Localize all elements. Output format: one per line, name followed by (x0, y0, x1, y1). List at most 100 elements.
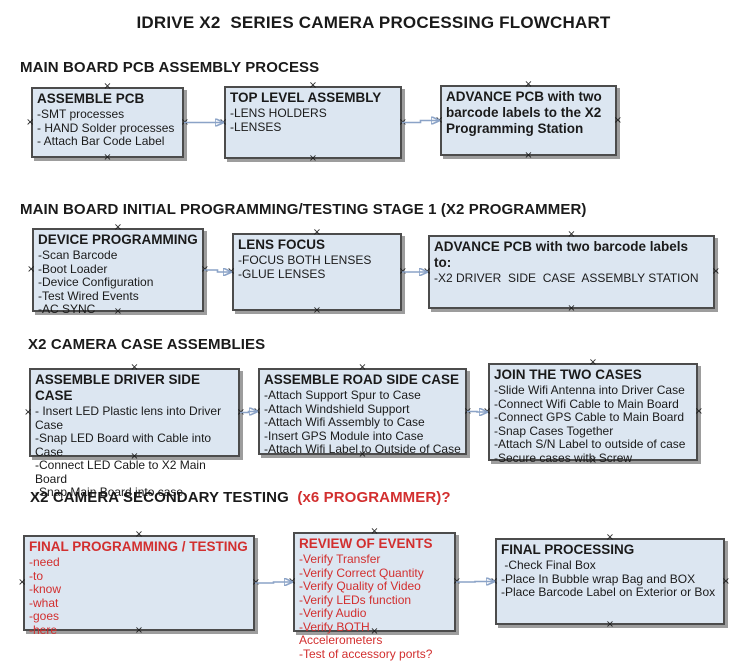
box-item: -FOCUS BOTH LENSES (238, 253, 372, 267)
box-item: -Verify Audio (299, 606, 367, 620)
anchor-x-mark: × (613, 114, 622, 126)
box-item: -Attach Windshield Support (264, 401, 410, 416)
box-title: TOP LEVEL ASSEMBLY (230, 90, 382, 105)
connector-arrow (240, 412, 257, 413)
box-items: -need-to-know-what-goes-here (29, 555, 249, 637)
box-item: -Snap Main Board into case (35, 485, 184, 499)
box-item: -Verify Quality of Video (299, 579, 421, 593)
box-item: -to (29, 568, 44, 583)
flow-box-advance-pcb-programming-station: ADVANCE PCB with two barcode labels to t… (435, 80, 622, 161)
box-title: FINAL PROCESSING (501, 542, 635, 557)
anchor-x-mark: × (288, 576, 297, 587)
section-header-red-part: (x6 PROGRAMMER)? (297, 489, 451, 506)
box-item: -Connect Wifi Cable to Main Board (494, 396, 679, 411)
anchor-x-mark: × (18, 577, 27, 588)
flow-box-top-level-assembly: TOP LEVEL ASSEMBLY -LENS HOLDERS-LENSES … (219, 81, 407, 164)
flow-box-review-of-events: REVIEW OF EVENTS -Verify Transfer-Verify… (288, 527, 461, 661)
box-items: -FOCUS BOTH LENSES-GLUE LENSES (238, 253, 396, 281)
flow-box-assemble-pcb: ASSEMBLE PCB -SMT processes- HAND Solder… (26, 82, 189, 163)
box-title: LENS FOCUS (238, 237, 326, 252)
connector-arrow (467, 412, 487, 413)
anchor-x-mark: × (308, 153, 318, 164)
box-item: -Attach Support Spur to Case (264, 388, 421, 402)
box-item: -Scan Barcode (38, 248, 118, 262)
box-items: -LENS HOLDERS-LENSES (230, 106, 396, 134)
box-items: -Verify Transfer-Verify Correct Quantity… (299, 552, 450, 661)
box-item: -Verify Transfer (299, 552, 381, 566)
box-item: -Attach Wifi Assembly to Case (264, 415, 425, 429)
box-item: -Boot Loader (38, 261, 108, 276)
flow-box-join-the-two-cases: JOIN THE TWO CASES -Slide Wifi Antenna i… (483, 358, 703, 466)
box-items: -Attach Support Spur to Case-Attach Wind… (264, 388, 461, 457)
anchor-x-mark: × (227, 266, 236, 277)
anchor-x-mark: × (24, 406, 33, 418)
box-item: -GLUE LENSES (238, 266, 326, 281)
anchor-x-mark: × (253, 405, 262, 417)
anchor-x-mark: × (711, 266, 720, 277)
box-item: -Place In Bubble wrap Bag and BOX (501, 571, 696, 586)
box-item: -AC SYNC (38, 302, 96, 316)
box-title: REVIEW OF EVENTS (299, 536, 433, 551)
anchor-x-mark: × (490, 575, 499, 587)
anchor-x-mark: × (236, 406, 245, 418)
box-items: -Check Final Box-Place In Bubble wrap Ba… (501, 558, 719, 600)
box-item: -Device Configuration (38, 275, 154, 289)
box-item: -Verify Correct Quantity (299, 565, 424, 580)
anchor-x-mark: × (26, 116, 35, 128)
box-title: ASSEMBLE PCB (37, 91, 145, 106)
anchor-x-mark: × (524, 150, 533, 161)
box-item: -X2 DRIVER SIDE CASE ASSEMBLY STATION (434, 271, 699, 285)
connector-arrow (204, 270, 231, 272)
anchor-x-mark: × (398, 116, 407, 128)
section-header-pcb-assembly: MAIN BOARD PCB ASSEMBLY PROCESS (20, 59, 320, 76)
box-items: -Slide Wifi Antenna into Driver Case-Con… (494, 383, 692, 465)
box-item: -SMT processes (37, 107, 125, 121)
box-item: -Slide Wifi Antenna into Driver Case (494, 383, 685, 397)
box-title: JOIN THE TWO CASES (494, 367, 642, 382)
box-items: - Insert LED Plastic lens into Driver Ca… (35, 404, 234, 500)
anchor-x-mark: × (398, 266, 407, 277)
flow-box-advance-pcb-case-assembly: ADVANCE PCB with two barcode labels to: … (423, 230, 720, 314)
box-item: -Test of accessory ports? (299, 646, 433, 661)
box-title: ADVANCE PCB with two barcode labels to: (434, 239, 692, 270)
anchor-x-mark: × (103, 152, 112, 163)
connector-arrow (456, 582, 494, 583)
anchor-x-mark: × (180, 116, 189, 128)
anchor-x-mark: × (694, 406, 703, 417)
box-item: -Attach Wifi Label to Outside of Case (264, 442, 461, 456)
flow-box-final-programming-testing: FINAL PROGRAMMING / TESTING -need-to-kno… (18, 530, 260, 637)
box-item: -what (29, 595, 59, 610)
box-item: -LENS HOLDERS (230, 106, 327, 120)
connector-arrow (255, 582, 292, 583)
anchor-x-mark: × (721, 575, 730, 587)
section-header-black-part: X2 CAMERA SECONDARY TESTING (30, 489, 298, 506)
box-title: ASSEMBLE ROAD SIDE CASE (264, 372, 460, 387)
anchor-x-mark: × (251, 577, 260, 588)
flow-box-lens-focus: LENS FOCUS -FOCUS BOTH LENSES-GLUE LENSE… (227, 228, 407, 316)
anchor-x-mark: × (463, 405, 472, 417)
box-item: -Snap Cases Together (494, 423, 614, 438)
box-item: -need (29, 555, 60, 569)
section-header-secondary-testing: X2 CAMERA SECONDARY TESTING (x6 PROGRAMM… (30, 489, 451, 506)
box-item: -Attach S/N Label to outside of case (494, 437, 686, 451)
box-items: -SMT processes- HAND Solder processes- A… (37, 107, 178, 149)
box-title: ADVANCE PCB with two barcode labels to t… (446, 89, 606, 136)
section-header-initial-programming: MAIN BOARD INITIAL PROGRAMMING/TESTING S… (20, 201, 587, 218)
box-title: FINAL PROGRAMMING / TESTING (29, 539, 248, 554)
box-item: -Connect LED Cable to X2 Main Board (35, 458, 210, 486)
anchor-x-mark: × (567, 303, 576, 314)
box-item: - Insert LED Plastic lens into Driver Ca… (35, 404, 225, 432)
section-header-case-assemblies: X2 CAMERA CASE ASSEMBLIES (28, 336, 266, 353)
box-item: -Connect GPS Cable to Main Board (494, 410, 685, 424)
box-item: -LENSES (230, 119, 282, 134)
flow-box-assemble-road-side-case: ASSEMBLE ROAD SIDE CASE -Attach Support … (253, 363, 472, 460)
flow-box-device-programming: DEVICE PROGRAMMING -Scan Barcode-Boot Lo… (27, 223, 209, 317)
anchor-x-mark: × (219, 116, 228, 128)
box-item: -Insert GPS Module into Case (264, 428, 424, 443)
anchor-x-mark: × (200, 264, 209, 275)
box-items: -Scan Barcode-Boot Loader-Device Configu… (38, 248, 198, 317)
anchor-x-mark: × (312, 305, 322, 316)
anchor-x-mark: × (27, 264, 36, 275)
box-item: -know (29, 582, 62, 596)
box-item: -Verify BOTH Accelerometers (299, 619, 383, 647)
